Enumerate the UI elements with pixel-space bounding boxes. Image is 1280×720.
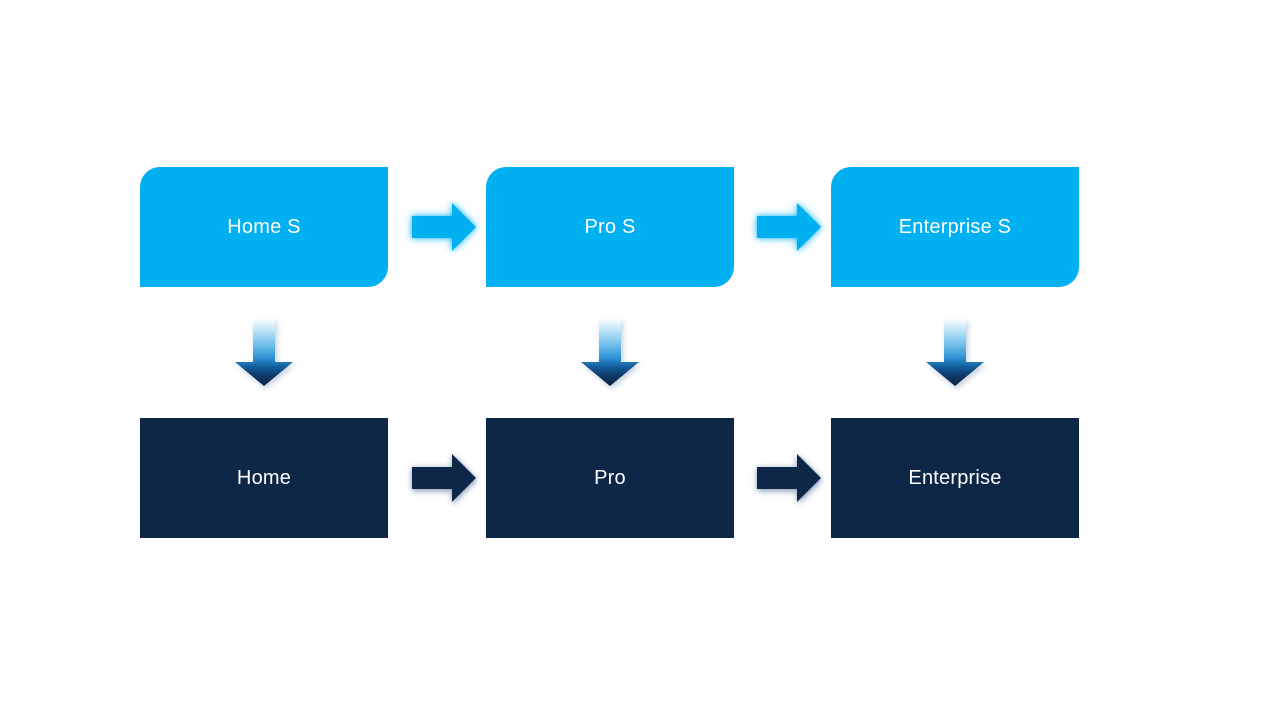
box-enterprise-label: Enterprise	[908, 466, 1002, 489]
box-enterprise: Enterprise	[831, 418, 1079, 538]
right-arrow-icon	[412, 203, 476, 251]
right-arrow-icon	[757, 454, 821, 502]
box-home-label: Home	[236, 466, 292, 489]
box-pro: Pro	[486, 418, 734, 538]
box-pro-s-label: Pro S	[584, 215, 636, 238]
right-arrow-icon	[412, 454, 476, 502]
down-arrow-icon	[581, 318, 639, 386]
down-arrow-icon	[235, 318, 293, 386]
box-pro-label: Pro	[594, 466, 626, 489]
box-home: Home	[140, 418, 388, 538]
box-enterprise-s-label: Enterprise S	[898, 215, 1012, 238]
down-arrow-icon	[926, 318, 984, 386]
right-arrow-icon	[757, 203, 821, 251]
box-home-s-label: Home S	[227, 215, 301, 238]
box-enterprise-s: Enterprise S	[831, 167, 1079, 287]
box-home-s: Home S	[140, 167, 388, 287]
box-pro-s: Pro S	[486, 167, 734, 287]
